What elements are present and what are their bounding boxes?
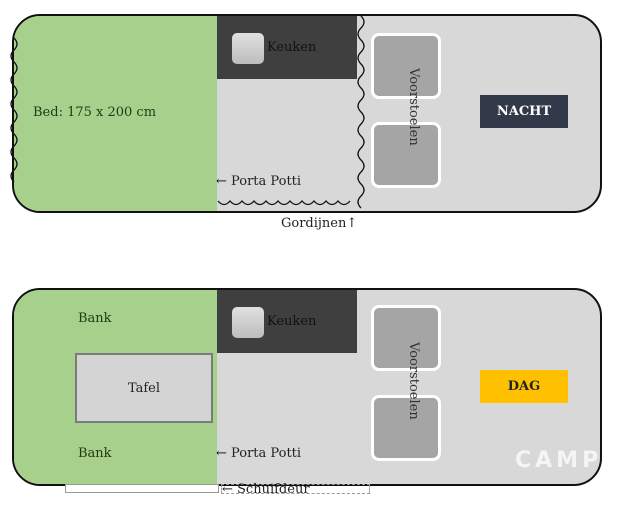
table-label: Tafel bbox=[127, 380, 161, 396]
sink-icon bbox=[232, 33, 264, 64]
sliding-door-closed bbox=[221, 484, 370, 494]
curtain-wave-icon bbox=[10, 15, 365, 209]
front-seat-right bbox=[371, 395, 441, 461]
kitchen-area: Keuken bbox=[217, 16, 357, 79]
kitchen-area: Keuken bbox=[217, 290, 357, 353]
kitchen-label: Keuken bbox=[267, 40, 317, 55]
bench-bottom-label: Bank bbox=[78, 446, 112, 461]
bed-area bbox=[14, 16, 217, 211]
sliding-door-label: ← Schuifdeur bbox=[222, 482, 310, 497]
curtains-label: Gordijnen↑ bbox=[281, 216, 358, 231]
bed-label: Bed: 175 x 200 cm bbox=[33, 105, 157, 120]
night-badge: NACHT bbox=[480, 95, 568, 128]
front-seat-right bbox=[371, 122, 441, 188]
day-badge: DAG bbox=[480, 370, 568, 403]
front-seat-left bbox=[371, 33, 441, 99]
porta-potti-label: ← Porta Potti bbox=[216, 446, 302, 461]
porta-potti-label: ← Porta Potti bbox=[216, 174, 302, 189]
sliding-door-open bbox=[65, 484, 219, 493]
watermark: CAMP bbox=[515, 448, 602, 473]
bench-top-label: Bank bbox=[78, 311, 112, 326]
van-layout-night: Keuken Voorstoelen NACHT Bed: 175 x 200 … bbox=[12, 14, 602, 213]
kitchen-label: Keuken bbox=[267, 314, 317, 329]
table: Tafel bbox=[75, 353, 213, 423]
sink-icon bbox=[232, 307, 264, 338]
front-seat-left bbox=[371, 305, 441, 371]
front-seats-label: Voorstoelen bbox=[406, 342, 421, 420]
van-layout-day: Keuken Tafel Bank Bank Voorstoelen DAG ←… bbox=[12, 288, 602, 486]
